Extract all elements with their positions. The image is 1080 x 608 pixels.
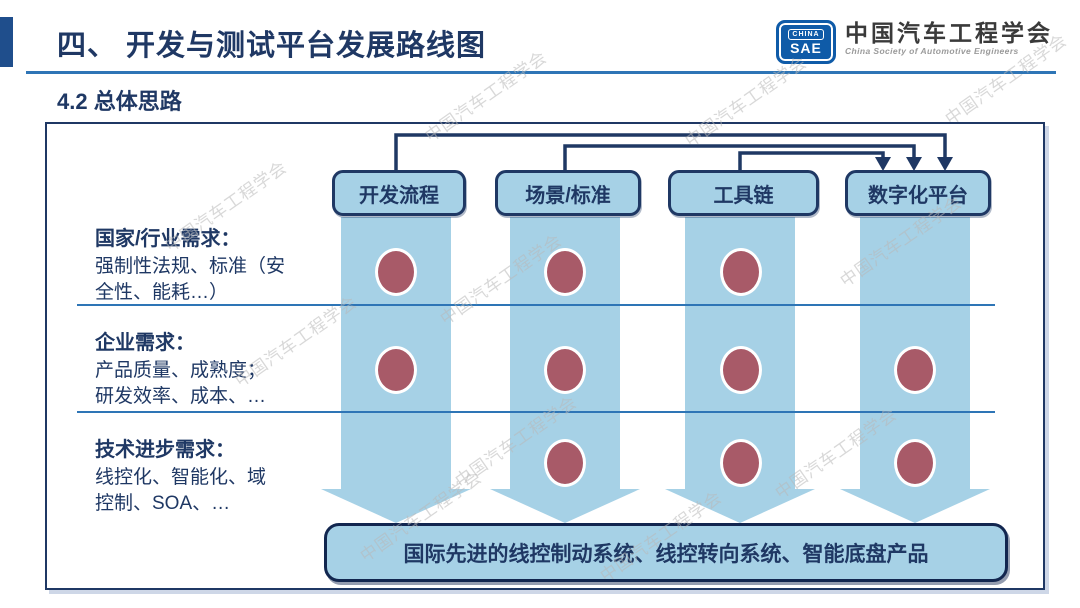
marker-dot [375, 346, 417, 394]
section-subtitle: 4.2 总体思路 [57, 89, 182, 114]
row-separator [77, 304, 995, 306]
marker-dot [720, 439, 762, 487]
row-title: 国家/行业需求： [95, 228, 241, 250]
row-desc-line: 产品质量、成熟度； [95, 360, 267, 381]
arrowhead-icon [906, 157, 922, 171]
row-desc-line: 研发效率、成本、… [95, 386, 267, 407]
flow-arrowhead-icon [840, 489, 990, 523]
marker-dot [544, 439, 586, 487]
title-underline [26, 71, 1056, 74]
marker-dot [544, 346, 586, 394]
arrowhead-icon [937, 157, 953, 171]
marker-dot [894, 439, 936, 487]
marker-dot [375, 248, 417, 296]
logo-org-name-en: China Society of Automotive Engineers [845, 46, 1019, 56]
logo-badge-sae-label: SAE [790, 40, 822, 56]
column-header-digital-platform: 数字化平台 [845, 170, 991, 216]
row-label-tech-progress-demand: 技术进步需求： 线控化、智能化、域 控制、SOA、… [95, 433, 327, 517]
diagram-frame: 开发流程 场景/标准 工具链 数字化平台 国家/行业需求： 强制性法规、标准（安… [45, 122, 1045, 590]
row-desc-line: 强制性法规、标准（安 [95, 256, 286, 277]
marker-dot [720, 248, 762, 296]
flow-arrowhead-icon [665, 489, 815, 523]
column-header-dev-process: 开发流程 [332, 170, 466, 216]
row-separator [77, 411, 995, 413]
marker-dot [720, 346, 762, 394]
sae-logo: CHINA SAE 中国汽车工程学会 China Society of Auto… [776, 20, 1053, 64]
row-title: 企业需求： [95, 332, 195, 354]
outcome-box: 国际先进的线控制动系统、线控转向系统、智能底盘产品 [324, 523, 1008, 582]
column-header-toolchain: 工具链 [668, 170, 819, 216]
row-desc-line: 线控化、智能化、域 [95, 467, 267, 488]
row-label-enterprise-demand: 企业需求： 产品质量、成熟度； 研发效率、成本、… [95, 326, 327, 410]
row-title: 技术进步需求： [95, 439, 235, 461]
arrowhead-icon [875, 157, 891, 171]
row-desc-line: 全性、能耗…） [95, 282, 229, 303]
marker-dot [894, 346, 936, 394]
row-desc-line: 控制、SOA、… [95, 493, 231, 514]
flow-arrowhead-icon [490, 489, 640, 523]
column-header-scenario-standard: 场景/标准 [495, 170, 641, 216]
logo-badge-china-label: CHINA [788, 29, 824, 40]
row-label-national-demand: 国家/行业需求： 强制性法规、标准（安 全性、能耗…） [95, 222, 327, 306]
title-accent-bar [0, 17, 13, 67]
flow-arrowhead-icon [321, 489, 471, 523]
logo-org-name-cn: 中国汽车工程学会 [845, 20, 1053, 46]
sae-logo-badge-icon: CHINA SAE [776, 20, 836, 64]
marker-dot [544, 248, 586, 296]
logo-text: 中国汽车工程学会 China Society of Automotive Eng… [845, 20, 1053, 56]
page-title: 四、 开发与测试平台发展路线图 [57, 30, 487, 62]
outcome-text: 国际先进的线控制动系统、线控转向系统、智能底盘产品 [403, 542, 929, 566]
